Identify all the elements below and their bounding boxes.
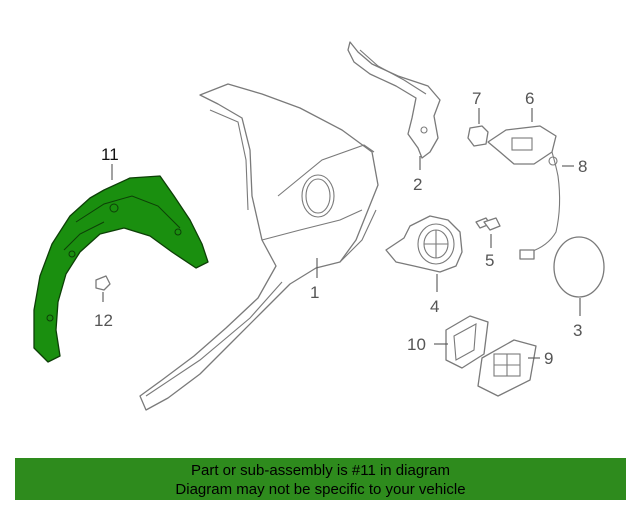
- callout-5[interactable]: 5: [485, 251, 494, 270]
- callout-12[interactable]: 12: [94, 311, 113, 330]
- callout-8[interactable]: 8: [578, 157, 587, 176]
- info-banner: Part or sub-assembly is #11 in diagram D…: [15, 458, 626, 500]
- part-7-cap[interactable]: [467, 125, 489, 147]
- callout-10[interactable]: 10: [407, 335, 426, 354]
- part-11-wheel-liner[interactable]: [33, 175, 209, 363]
- banner-line-1: Part or sub-assembly is #11 in diagram: [191, 462, 450, 479]
- callout-1[interactable]: 1: [310, 283, 319, 302]
- part-2-bracket[interactable]: [347, 41, 441, 159]
- callout-9[interactable]: 9: [544, 349, 553, 368]
- part-8-cable[interactable]: [519, 151, 561, 260]
- part-5-screw[interactable]: [475, 217, 501, 231]
- part-6-actuator[interactable]: [487, 125, 557, 165]
- banner-line-2: Diagram may not be specific to your vehi…: [175, 481, 466, 498]
- part-10-clip[interactable]: [445, 315, 489, 369]
- part-1-quarter-panel[interactable]: [139, 83, 379, 411]
- callout-4[interactable]: 4: [430, 297, 439, 316]
- part-12-clip[interactable]: [95, 275, 111, 291]
- callout-3[interactable]: 3: [573, 321, 582, 340]
- part-4-filler-housing[interactable]: [385, 215, 463, 273]
- parts-diagram: 1 2 3 4 5 6 7 8: [33, 41, 605, 411]
- part-9-grommet[interactable]: [477, 339, 537, 397]
- callout-6[interactable]: 6: [525, 89, 534, 108]
- callout-11[interactable]: 11: [101, 145, 119, 164]
- callout-2[interactable]: 2: [413, 175, 422, 194]
- callout-7[interactable]: 7: [472, 89, 481, 108]
- part-3-fuel-door[interactable]: [553, 236, 605, 298]
